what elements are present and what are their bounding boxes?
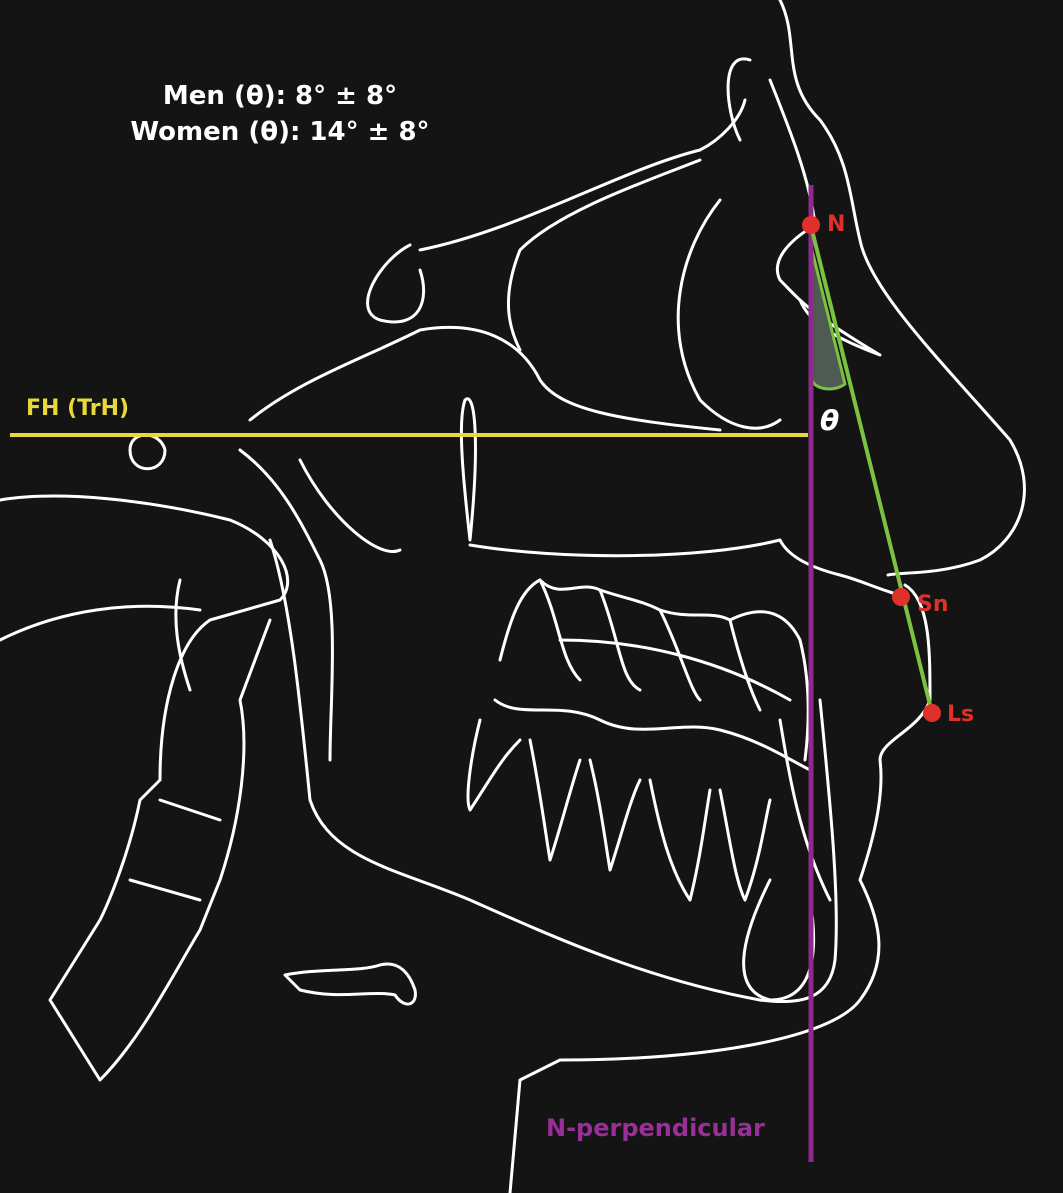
pterygoid-plate <box>459 397 477 542</box>
soft-tissue-profile <box>508 0 1026 1193</box>
label-ls: Ls <box>947 702 975 727</box>
ear-rod <box>128 433 167 471</box>
landmark-sn <box>892 588 910 606</box>
norm-men: Men (θ): 8° ± 8° <box>162 81 398 111</box>
landmark-n <box>802 216 820 234</box>
symphysis <box>742 878 816 1002</box>
cervical-vertebrae <box>0 494 290 1082</box>
occlusal-curve <box>558 638 792 702</box>
label-sn: Sn <box>917 592 949 617</box>
n-perpendicular-label: N-perpendicular <box>546 1114 765 1142</box>
hyoid <box>283 962 417 1006</box>
maxilla <box>468 538 902 597</box>
label-n: N <box>827 212 846 237</box>
theta-label: θ <box>820 404 840 437</box>
nasal-bone <box>768 78 882 357</box>
cranial-base <box>366 98 747 352</box>
norm-women: Women (θ): 14° ± 8° <box>130 117 430 147</box>
upper-teeth <box>493 578 812 772</box>
zygomatic-arch <box>248 325 722 432</box>
orbit <box>676 57 782 430</box>
ramus <box>238 448 402 762</box>
mandible <box>268 538 838 1004</box>
fh-label: FH (TrH) <box>26 396 130 421</box>
theta-angle-wedge <box>810 249 847 391</box>
norm-values: Men (θ): 8° ± 8° Women (θ): 14° ± 8° <box>0 78 560 150</box>
landmark-ls <box>923 704 941 722</box>
skull-outline <box>0 0 1026 1193</box>
n-ls-line <box>809 225 934 714</box>
lower-teeth <box>466 718 832 902</box>
